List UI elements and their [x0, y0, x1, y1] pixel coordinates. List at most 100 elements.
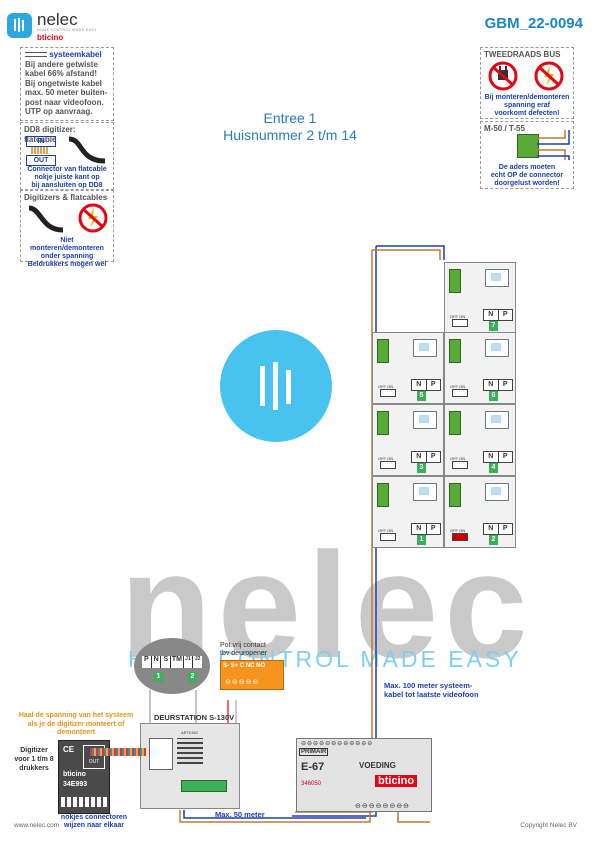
power-supply: ⊖⊖⊖⊖⊖⊖⊖⊖⊖⊖⊖⊖ PRIMAIR E-67 VOEDING 346050… — [296, 738, 432, 812]
phone-number-badge: 2 — [489, 535, 498, 545]
switch-label: OFF ON — [450, 314, 466, 319]
system-cable-text: Bij andere getwiste kabel 66% afstand! B… — [25, 59, 108, 117]
zoom-badge-2: 2 — [188, 672, 197, 682]
footer-copyright: Copyright Nelec BV — [520, 822, 577, 829]
document-number: GBM_22-0094 — [484, 15, 583, 32]
entrance-line-1: Entree 1 — [263, 110, 317, 126]
digitizers-text: Niet monteren/demonteren onder spanning … — [27, 237, 107, 268]
watermark-logo-icon — [220, 330, 332, 442]
logo-mark-icon — [7, 13, 32, 38]
psu-primair: PRIMAIR — [299, 748, 329, 756]
entrance-line-2: Huisnummer 2 t/m 14 — [223, 127, 357, 143]
termination-switch[interactable] — [380, 533, 396, 541]
psu-bottom-terminals-icon: ⊖⊖⊖⊖⊖⊖⊖⊖ — [355, 803, 410, 810]
no-voltage-icon — [534, 61, 564, 91]
phone-number-badge: 6 — [489, 391, 498, 401]
dd8-out-label: OUT — [26, 155, 56, 166]
system-cable-note: systeemkabel Bij andere getwiste kabel 6… — [20, 47, 114, 121]
switch-label: OFF ON — [450, 384, 466, 389]
door-station-title: DEURSTATION S-130V — [154, 713, 235, 722]
m50-connector-icon — [517, 134, 539, 158]
system-cable-title: systeemkabel — [49, 50, 102, 59]
psu-brand: bticino — [375, 775, 418, 787]
phone-number-badge: 1 — [417, 535, 426, 545]
psu-top-terminals-icon: ⊖⊖⊖⊖⊖⊖⊖⊖⊖⊖⊖⊖ — [301, 741, 374, 747]
switch-label: OFF ON — [378, 384, 394, 389]
logo-tagline: HOME CONTROL MADE EASY — [37, 28, 97, 32]
module-code: AR70150 — [181, 730, 198, 735]
bus-terminal-icon — [377, 483, 389, 507]
termination-switch[interactable] — [380, 461, 396, 469]
bus-terminal-icon — [377, 339, 389, 363]
digitizers-title: Digitizers & flatcables — [24, 193, 108, 202]
monitor-icon — [485, 269, 509, 287]
bus-terminal-icon — [449, 411, 461, 435]
logo-brand: bticino — [37, 33, 64, 42]
dd8-connector-icon — [31, 147, 49, 154]
camera-module-icon — [149, 738, 173, 770]
dd8-note: DD8 digitizer: flatcable IN OUT Connecto… — [20, 122, 114, 190]
digitizers-note: Digitizers & flatcables Niet monteren/de… — [20, 190, 114, 268]
phone-number-badge: 4 — [489, 463, 498, 473]
monitor-icon — [413, 411, 437, 429]
monitor-icon — [485, 339, 509, 357]
dd8-text: Connector van flatcable nokje juiste kan… — [27, 166, 107, 189]
relay-screws-icon: ⊖⊖⊖⊖⊖ — [225, 679, 260, 686]
termination-switch[interactable] — [452, 389, 468, 397]
monitor-icon — [485, 483, 509, 501]
bus-terminal-icon — [377, 411, 389, 435]
phone-number-badge: 3 — [417, 463, 426, 473]
no-plug-icon — [488, 61, 518, 91]
zoom-badge-1: 1 — [154, 672, 163, 682]
monitor-icon — [413, 339, 437, 357]
terminal-zoom: P N S TM J1 J2 1 2 — [134, 638, 210, 694]
ce-mark-icon: CE — [63, 745, 75, 754]
m50-text: De aders moeten echt OP de connector doo… — [490, 164, 564, 187]
pot-free-contact-label: Pot.vrij contact tbv deuropener — [220, 642, 268, 657]
max-50m-label: Max. 50 meter — [215, 810, 265, 819]
monitor-icon — [413, 483, 437, 501]
door-station-warning: Haal de spanning van het systeem als je … — [18, 712, 134, 736]
digitizer-cable-icon — [28, 205, 64, 233]
monitor-icon — [485, 411, 509, 429]
bus-terminal-icon — [449, 269, 461, 293]
logo: nelec HOME CONTROL MADE EASY bticino — [7, 10, 97, 43]
m50-note: M-50 / T-55 De aders moeten echt OP de c… — [480, 121, 574, 189]
termination-switch[interactable] — [380, 389, 396, 397]
dd8-title: DD8 digitizer: flatcable — [24, 125, 76, 144]
entrance-title: Entree 1 Huisnummer 2 t/m 14 — [190, 110, 390, 144]
psu-voeding: VOEDING — [359, 761, 396, 770]
m50-wires-icon — [537, 130, 570, 160]
m50-title: M-50 / T-55 — [484, 124, 525, 133]
digitizer-brand: bticino — [63, 771, 86, 778]
digitizer-buttons-icon — [61, 797, 107, 807]
bus-terminal-icon — [449, 483, 461, 507]
termination-switch[interactable] — [452, 319, 468, 327]
switch-label: OFF ON — [450, 528, 466, 533]
two-wire-text: Bij monteren/demonteren spanning eraf vo… — [484, 94, 570, 117]
switch-label: OFF ON — [378, 528, 394, 533]
footer-website: www.nelec.com — [14, 822, 60, 829]
switch-label: OFF ON — [378, 456, 394, 461]
terminal-strip: P N S TM J1 J2 — [142, 656, 202, 668]
termination-switch[interactable] — [452, 533, 468, 541]
psu-model: E-67 — [301, 761, 325, 773]
dd8-in-label: IN — [26, 136, 56, 147]
digitizer-label: Digitizer voor 1 t/m 8 drukkers — [14, 747, 54, 772]
output-terminal-icon — [181, 780, 227, 792]
termination-switch[interactable] — [452, 461, 468, 469]
system-cable-icon — [25, 52, 47, 58]
